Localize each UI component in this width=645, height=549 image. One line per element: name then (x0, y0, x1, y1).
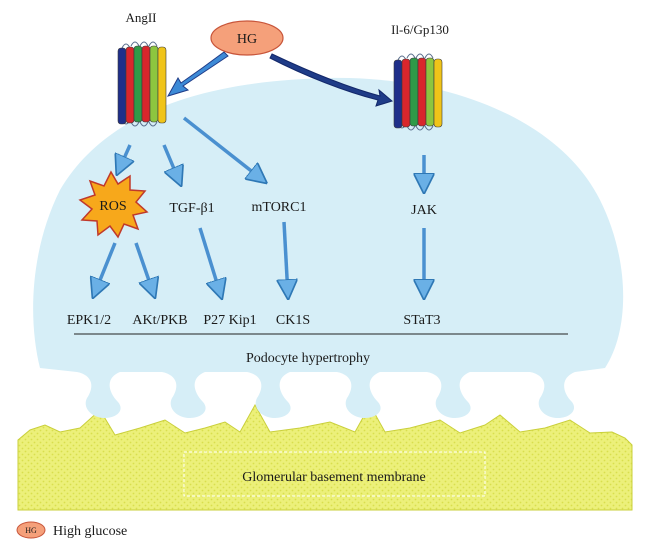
stat3-label: STaT3 (403, 313, 440, 328)
tgf-label: TGF-β1 (169, 201, 214, 216)
angii-to-mtorc1-arrow (182, 116, 264, 181)
membrane-label-box (183, 451, 486, 497)
legend: HG High glucose (16, 521, 127, 539)
angii-to-tgf-arrow (162, 144, 180, 183)
ros-to-epk-arrow (94, 242, 117, 295)
tgf-to-p27-arrow (198, 227, 221, 296)
angii-receptor: AngII (117, 10, 167, 127)
ros-label: ROS (99, 199, 126, 214)
akt-label: AKt/PKB (132, 313, 187, 328)
ck1s-label: CK1S (276, 313, 310, 328)
mtorc1-to-ck1s-arrow (284, 221, 288, 296)
p27-label: P27 Kip1 (203, 313, 256, 328)
ros-burst: ROS (78, 170, 149, 239)
hg-to-angii-arrow (166, 51, 229, 97)
jak-label: JAK (411, 203, 437, 218)
outcome-label: Podocyte hypertrophy (246, 351, 370, 366)
mtorc1-label: mTORC1 (252, 200, 307, 215)
ros-to-akt-arrow (134, 242, 154, 295)
hg-to-il6-arrow (269, 53, 394, 107)
il6-gp130-receptor: Il-6/Gp130 (391, 22, 449, 131)
membrane-label: Glomerular basement membrane (242, 470, 425, 485)
legend-hg-symbol (16, 521, 46, 539)
hg-stimulus: HG (210, 20, 284, 56)
epk-label: EPK1/2 (67, 313, 111, 328)
legend-label: High glucose (53, 524, 127, 539)
basement-membrane (17, 403, 633, 511)
angii-to-ros-arrow (118, 144, 130, 172)
signal-arrows (94, 116, 424, 296)
podocyte-cell (33, 77, 624, 418)
il6-gp130-label: Il-6/Gp130 (391, 22, 449, 37)
legend-hg-symbol-label: HG (25, 526, 37, 535)
hg-label: HG (237, 32, 257, 47)
angii-label: AngII (125, 10, 156, 25)
